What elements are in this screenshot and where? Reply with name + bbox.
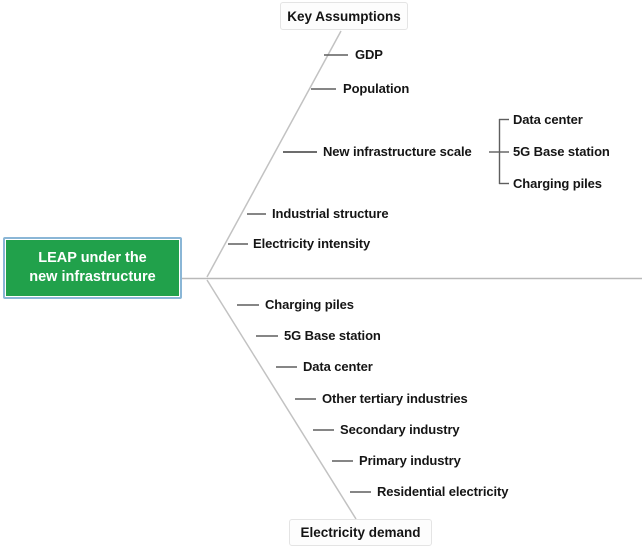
lower-item-other-tertiary-industries-label: Other tertiary industries bbox=[322, 391, 468, 406]
upper-item-population-label: Population bbox=[343, 81, 410, 96]
upper-subitem-data-center-label: Data center bbox=[513, 112, 583, 127]
upper-subitem-charging-piles[interactable]: Charging piles bbox=[513, 176, 602, 192]
lower-item-data-center-label: Data center bbox=[303, 359, 373, 374]
root-node-label-line2: new infrastructure bbox=[29, 269, 156, 285]
lower-item-primary-industry-label: Primary industry bbox=[359, 453, 461, 468]
upper-rib-line bbox=[206, 30, 342, 278]
lower-rib-line bbox=[206, 279, 357, 520]
lower-item-charging-piles[interactable]: Charging piles bbox=[265, 297, 354, 313]
upper-item-new-infrastructure-scale[interactable]: New infrastructure scale bbox=[323, 144, 472, 160]
lower-item-other-tertiary-industries[interactable]: Other tertiary industries bbox=[322, 391, 468, 407]
upper-branch-head-box[interactable]: Key Assumptions bbox=[280, 2, 408, 30]
upper-item-new-infrastructure-scale-label: New infrastructure scale bbox=[323, 144, 472, 159]
upper-item-industrial-structure-label: Industrial structure bbox=[272, 206, 389, 221]
root-node[interactable]: LEAP under the new infrastructure bbox=[3, 237, 182, 299]
lower-branch-head-box[interactable]: Electricity demand bbox=[289, 519, 432, 546]
upper-item-population[interactable]: Population bbox=[343, 81, 409, 97]
root-node-label-line1: LEAP under the bbox=[38, 250, 147, 266]
upper-item-gdp[interactable]: GDP bbox=[355, 47, 383, 63]
lower-item-residential-electricity[interactable]: Residential electricity bbox=[377, 484, 508, 500]
upper-item-gdp-label: GDP bbox=[355, 47, 383, 62]
lower-item-5g-base-station[interactable]: 5G Base station bbox=[284, 328, 381, 344]
lower-item-charging-piles-label: Charging piles bbox=[265, 297, 354, 312]
upper-subitem-5g-base-station[interactable]: 5G Base station bbox=[513, 144, 610, 160]
upper-subitem-data-center[interactable]: Data center bbox=[513, 112, 583, 128]
lower-branch-head-label: Electricity demand bbox=[300, 525, 421, 540]
lower-item-primary-industry[interactable]: Primary industry bbox=[359, 453, 461, 469]
lower-item-data-center[interactable]: Data center bbox=[303, 359, 373, 375]
lower-item-5g-base-station-label: 5G Base station bbox=[284, 328, 381, 343]
lower-item-secondary-industry-label: Secondary industry bbox=[340, 422, 460, 437]
lower-item-residential-electricity-label: Residential electricity bbox=[377, 484, 509, 499]
upper-subitem-5g-base-station-label: 5G Base station bbox=[513, 144, 610, 159]
lower-item-secondary-industry[interactable]: Secondary industry bbox=[340, 422, 460, 438]
upper-subitem-charging-piles-label: Charging piles bbox=[513, 176, 602, 191]
upper-item-electricity-intensity-label: Electricity intensity bbox=[253, 236, 371, 251]
upper-branch-head-label: Key Assumptions bbox=[287, 8, 401, 24]
upper-item-electricity-intensity[interactable]: Electricity intensity bbox=[253, 236, 370, 252]
upper-item-industrial-structure[interactable]: Industrial structure bbox=[272, 206, 389, 222]
